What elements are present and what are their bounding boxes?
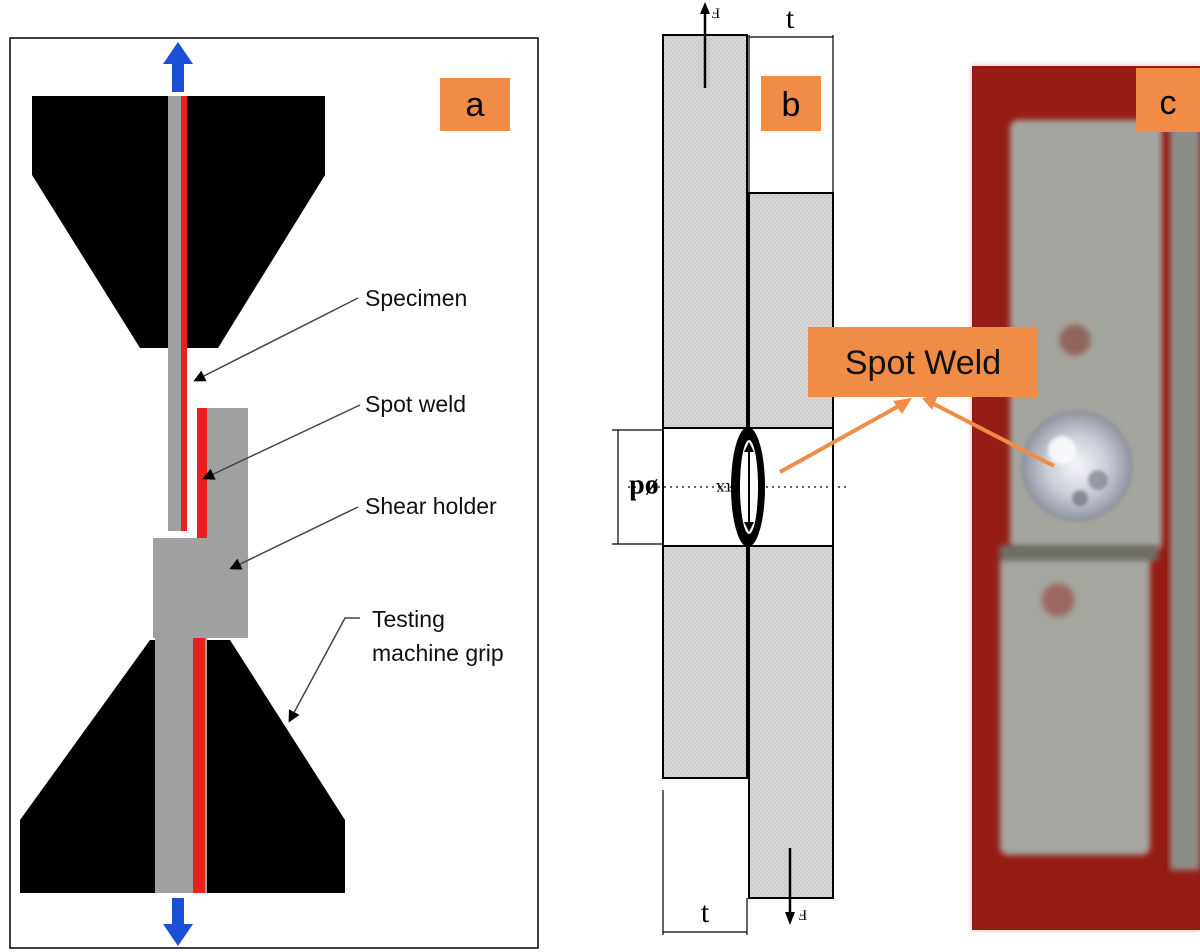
callout-line-to-photo — [929, 400, 1055, 468]
upper-load-arrow-icon — [163, 42, 193, 92]
panel-a: Specimen Spot weld Shear holder Testing … — [9, 37, 539, 949]
panel-a-tag — [440, 78, 510, 131]
panel-b-tag-text: b — [782, 86, 801, 124]
grip-label-line1: Testing — [372, 606, 445, 632]
grip-leader — [288, 617, 360, 723]
shear-holder-upper — [205, 408, 248, 538]
spot-weld-leader — [202, 404, 361, 480]
spot-weld-label: Spot weld — [365, 391, 466, 417]
panel-c-tag-text: c — [1160, 84, 1177, 122]
left-sheet-upper — [662, 34, 748, 429]
specimen-label: Specimen — [365, 285, 467, 311]
force-bottom-label: F — [799, 907, 807, 923]
panel-b-tag — [761, 76, 821, 131]
force-bottom-arrow-icon — [785, 912, 795, 925]
photo-side-sheet — [1170, 80, 1200, 870]
force-top-label: F — [712, 5, 720, 21]
lower-load-arrow-icon — [163, 898, 193, 946]
panel-c-tag — [1136, 68, 1200, 132]
specimen-leader — [193, 297, 359, 382]
callout-text: Spot Weld — [845, 344, 1001, 382]
left-sheet-lower — [662, 545, 748, 779]
panel-b: t t ød τx F F b — [612, 2, 848, 935]
thickness-bottom-label: t — [701, 896, 710, 929]
spot-weld-callout: Spot Weld — [779, 327, 1055, 474]
upper-specimen-red-edge — [181, 96, 187, 531]
photo-weld-spot — [1021, 410, 1133, 522]
grip-label-line2: machine grip — [372, 640, 504, 666]
callout-box — [808, 327, 1038, 397]
lower-specimen-red-edge — [193, 638, 205, 893]
shear-holder-label: Shear holder — [365, 493, 497, 519]
photo-lower-sheet — [1000, 545, 1158, 855]
panel-a-tag-text: a — [466, 86, 485, 124]
callout-line-to-diagram — [779, 400, 907, 474]
diameter-label: ød — [629, 474, 659, 505]
force-top-arrow-icon — [700, 2, 710, 14]
shear-holder-lower — [153, 538, 248, 638]
right-sheet-lower — [748, 545, 834, 899]
shear-stress-label: τx — [716, 479, 732, 499]
thickness-top-label: t — [786, 2, 795, 35]
panel-c: c — [972, 66, 1200, 930]
weld-red-zone — [197, 408, 207, 538]
shear-holder-leader — [229, 506, 359, 570]
